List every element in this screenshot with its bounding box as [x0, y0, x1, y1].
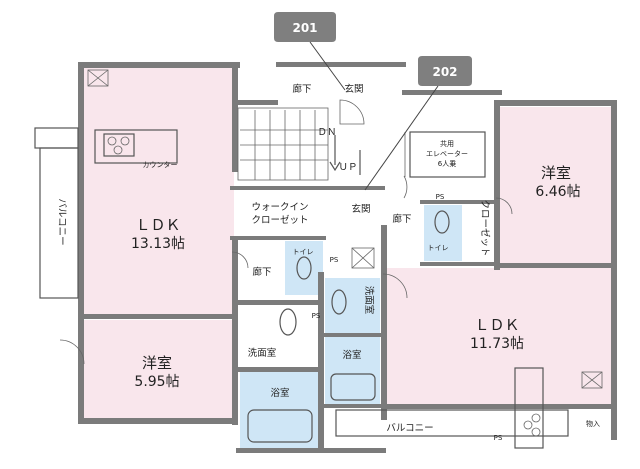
stairs-up-label: ＵＰ — [338, 162, 357, 173]
ps-label-bottom: PS — [494, 434, 503, 442]
toilet-right-fixture — [434, 210, 450, 234]
unit-202-label: 202 — [432, 65, 457, 79]
toilet-left-floor — [285, 241, 323, 295]
ldk-right-area: 11.73帖 — [470, 336, 524, 352]
western-right-area: 6.46帖 — [535, 184, 580, 200]
ps-label-left: PS — [312, 312, 321, 320]
bathtub-mid — [330, 373, 376, 401]
toilet-left-fixture — [296, 256, 312, 280]
western-left-area: 5.95帖 — [134, 374, 179, 390]
elevator-line3: 6人乗 — [438, 159, 456, 168]
western-right-floor — [500, 107, 612, 265]
ldk-left-label: ＬＤＫ — [135, 216, 180, 234]
elevator-line2: エレベーター — [426, 149, 468, 158]
balcony-bottom-label: バルコニー — [386, 423, 433, 434]
storage-label: 物入 — [586, 419, 600, 428]
hallway-left-label: 廊下 — [252, 266, 271, 278]
ps-label-right: PS — [436, 193, 445, 201]
ldk-left-floor — [84, 67, 234, 317]
western-right-label: 洋室 — [541, 164, 571, 182]
ldk-left-area: 13.13帖 — [131, 236, 185, 252]
washbasin-mid — [331, 289, 347, 315]
western-left-label: 洋室 — [142, 354, 172, 372]
vent-box-ldk-right — [581, 371, 603, 389]
washbasin-left — [279, 308, 297, 336]
washroom-mid-label: 洗面室 — [363, 286, 375, 315]
entrance-top-label: 玄関 — [344, 83, 363, 95]
washroom-left-floor — [240, 306, 318, 370]
entrance-mid-label: 玄関 — [351, 203, 370, 215]
ldk-right-label: ＬＤＫ — [474, 316, 519, 334]
washroom-mid-floor — [325, 278, 380, 333]
stairwell — [237, 107, 341, 181]
unit-202-callout: 202 — [364, 56, 472, 191]
western-left-floor — [84, 320, 232, 420]
bathtub-left — [247, 409, 313, 443]
unit-201-label: 201 — [292, 21, 317, 35]
balcony-left-label: バルコニー — [56, 198, 67, 245]
toilet-right-label: トイレ — [428, 244, 449, 252]
hallway-top-label: 廊下 — [292, 83, 311, 95]
bath-mid-floor — [325, 336, 380, 404]
vent-box-mid — [351, 247, 375, 269]
hallway-mid-label: 廊下 — [392, 213, 411, 225]
bath-mid-label: 浴室 — [342, 349, 361, 361]
vent-box-ldk-left — [87, 69, 109, 87]
elevator-box — [409, 131, 486, 178]
washroom-left-label: 洗面室 — [248, 347, 277, 359]
counter-label: カウンター — [143, 160, 178, 169]
ldk-right-floor — [387, 268, 611, 406]
bath-left-label: 浴室 — [270, 387, 289, 399]
elevator-line1: 共用 — [440, 139, 454, 148]
stairs-down-label: ＤＮ — [317, 127, 336, 138]
unit-201-callout: 201 — [274, 12, 346, 91]
closet-right-label: クローゼット — [479, 199, 491, 256]
walkin-closet-line1: ウォークイン — [251, 202, 308, 213]
toilet-left-label: トイレ — [293, 248, 314, 256]
ps-label-mid: PS — [330, 256, 339, 264]
walkin-closet-line2: クローゼット — [251, 214, 308, 226]
